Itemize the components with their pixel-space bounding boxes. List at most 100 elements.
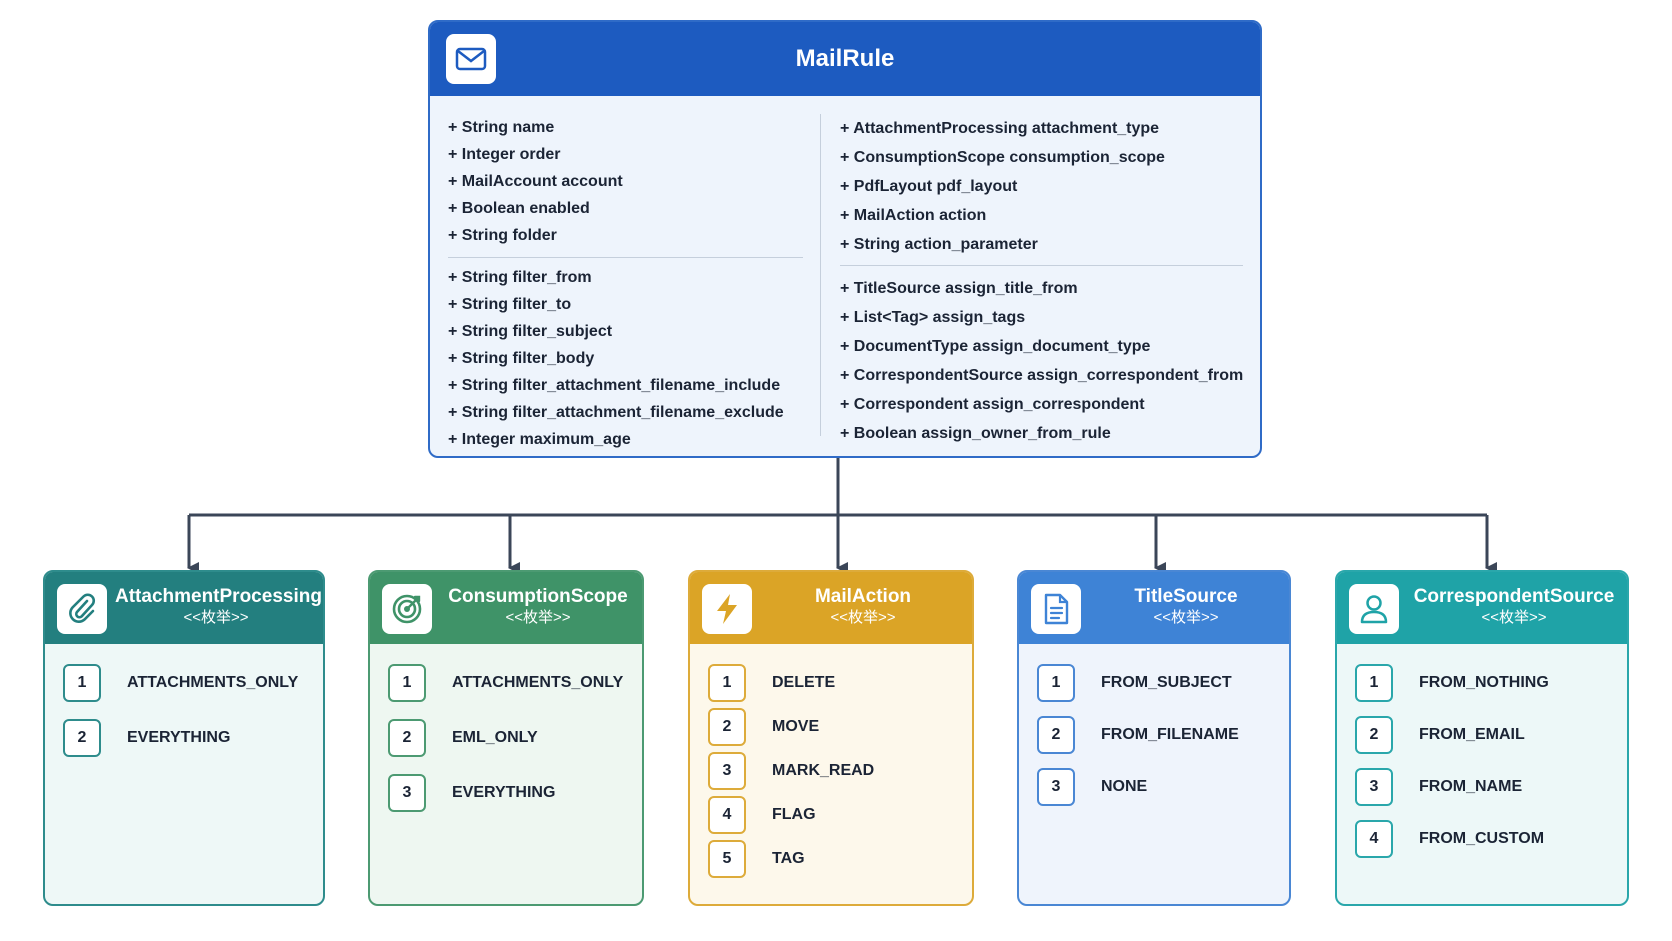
- enum-title-wrap: MailAction <<枚举>>: [760, 586, 966, 627]
- attribute-row: Boolean enabled: [448, 195, 803, 222]
- enum-item-number: 3: [388, 774, 426, 812]
- attribute-row: Integer order: [448, 141, 803, 168]
- enum-item: 2 EML_ONLY: [388, 719, 632, 774]
- enum-title: CorrespondentSource: [1413, 586, 1615, 607]
- attribute-row: String action_parameter: [840, 230, 1243, 259]
- enum-item-label: DELETE: [772, 674, 836, 691]
- attribute-row: String name: [448, 114, 803, 141]
- enum-item: 2 FROM_EMAIL: [1355, 716, 1617, 768]
- enum-header: ConsumptionScope <<枚举>>: [370, 572, 642, 644]
- enum-title: MailAction: [814, 586, 912, 607]
- enum-item-number: 1: [63, 664, 101, 702]
- enum-stereotype: <<枚举>>: [1153, 609, 1219, 626]
- enum-icon-box: [1349, 584, 1399, 634]
- enum-card-correspondentsource: CorrespondentSource<<枚举>> 1 FROM_NOTHING 2 F…: [1335, 570, 1629, 906]
- attribute-row: String filter_subject: [448, 318, 803, 345]
- attribute-row: AttachmentProcessing attachment_type: [840, 114, 1243, 143]
- enum-title: AttachmentProcessing: [115, 586, 322, 607]
- enum-stereotype: <<枚举>>: [183, 609, 249, 626]
- enum-item-number: 2: [1037, 716, 1075, 754]
- enum-item-label: FROM_NOTHING: [1419, 674, 1549, 691]
- enum-item: 3 NONE: [1037, 768, 1279, 820]
- enum-body: 1 FROM_SUBJECT 2 FROM_FILENAME 3 NONE: [1037, 664, 1279, 820]
- mailrule-header: MailRule: [430, 22, 1260, 96]
- paperclip-icon: [65, 592, 99, 626]
- attribute-row: String filter_from: [448, 264, 803, 291]
- enum-item: 4 FLAG: [708, 796, 962, 840]
- enum-item-number: 2: [388, 719, 426, 757]
- mailrule-left-column: String nameInteger orderMailAccount acco…: [448, 114, 803, 453]
- enum-item: 1 DELETE: [708, 664, 962, 708]
- enum-item-label: ATTACHMENTS_ONLY: [452, 674, 624, 691]
- enum-item-label: FROM_FILENAME: [1101, 726, 1239, 743]
- attribute-row: TitleSource assign_title_from: [840, 274, 1243, 303]
- mailrule-class-box: MailRule String nameInteger orderMailAcc…: [428, 20, 1262, 458]
- mailrule-title: MailRule: [795, 45, 895, 72]
- lightning-icon: [712, 592, 742, 626]
- right-attribute-group-1: AttachmentProcessing attachment_typeCons…: [840, 114, 1243, 259]
- attribute-row: PdfLayout pdf_layout: [840, 172, 1243, 201]
- left-attribute-group-2: String filter_fromString filter_toString…: [448, 264, 803, 453]
- attribute-row: List<Tag> assign_tags: [840, 303, 1243, 332]
- enum-title-wrap: AttachmentProcessing <<枚举>>: [115, 586, 322, 627]
- enum-item-number: 2: [1355, 716, 1393, 754]
- enum-header: MailAction <<枚举>>: [690, 572, 972, 644]
- enum-item-label: EML_ONLY: [452, 729, 538, 746]
- enum-icon-box: [382, 584, 432, 634]
- enum-title: ConsumptionScope: [448, 586, 628, 607]
- enum-item-label: TAG: [772, 850, 805, 867]
- enum-item-number: 1: [1037, 664, 1075, 702]
- enum-item-number: 1: [1355, 664, 1393, 702]
- enum-item-number: 3: [1355, 768, 1393, 806]
- enum-item: 3 EVERYTHING: [388, 774, 632, 829]
- attribute-row: ConsumptionScope consumption_scope: [840, 143, 1243, 172]
- enum-title-wrap: CorrespondentSource<<枚举>>: [1407, 586, 1621, 627]
- attribute-row: Boolean assign_owner_from_rule: [840, 419, 1243, 448]
- enum-item-label: FROM_EMAIL: [1419, 726, 1525, 743]
- mailrule-right-column: AttachmentProcessing attachment_typeCons…: [840, 114, 1243, 448]
- enum-item-number: 4: [708, 796, 746, 834]
- enum-stereotype: <<枚举>>: [830, 609, 896, 626]
- mailrule-icon-box: [446, 34, 496, 84]
- enum-item-label: NONE: [1101, 778, 1148, 795]
- enum-item-label: FLAG: [772, 806, 816, 823]
- enum-item-number: 1: [708, 664, 746, 702]
- enum-item-number: 3: [1037, 768, 1075, 806]
- enum-item-label: EVERYTHING: [452, 784, 556, 801]
- enum-stereotype: <<枚举>>: [505, 609, 571, 626]
- attribute-row: MailAction action: [840, 201, 1243, 230]
- enum-item: 1 FROM_SUBJECT: [1037, 664, 1279, 716]
- attribute-row: Correspondent assign_correspondent: [840, 390, 1243, 419]
- enum-item-label: FROM_SUBJECT: [1101, 674, 1232, 691]
- enum-icon-box: [702, 584, 752, 634]
- attribute-row: CorrespondentSource assign_correspondent…: [840, 361, 1243, 390]
- enum-item: 2 FROM_FILENAME: [1037, 716, 1279, 768]
- left-attribute-group-1: String nameInteger orderMailAccount acco…: [448, 114, 803, 249]
- enum-item-label: EVERYTHING: [127, 729, 231, 746]
- document-icon: [1041, 592, 1071, 626]
- mail-icon: [455, 47, 487, 71]
- person-icon: [1358, 592, 1390, 626]
- attribute-row: String filter_to: [448, 291, 803, 318]
- attribute-row: String filter_body: [448, 345, 803, 372]
- enum-icon-box: [57, 584, 107, 634]
- enum-item-number: 2: [708, 708, 746, 746]
- enum-header: TitleSource <<枚举>>: [1019, 572, 1289, 644]
- target-icon: [390, 592, 424, 626]
- right-group-divider: [840, 265, 1243, 266]
- enum-title: TitleSource: [1134, 586, 1238, 607]
